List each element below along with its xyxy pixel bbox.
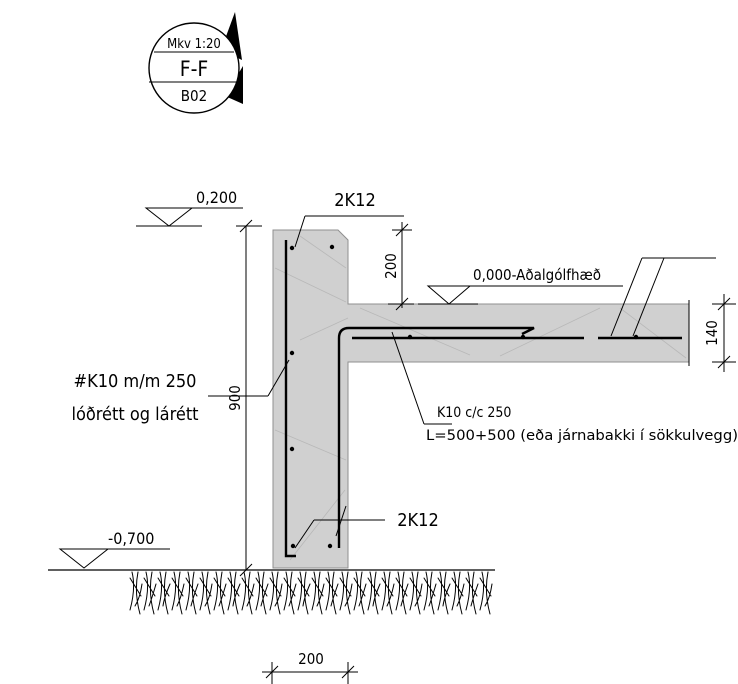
dim-wall-height: 900 <box>226 219 262 577</box>
tag-circle <box>148 22 240 114</box>
rebar-dot-bottom-right <box>327 543 333 549</box>
label-bent-bar-line2: L=500+500 (eða járnabakki í sökkulvegg) <box>426 428 738 444</box>
label-top-rebar: 2K12 <box>294 190 404 248</box>
dim-slab-step: 200 <box>382 222 414 311</box>
label-bent-bar: K10 c/c 250 L=500+500 (eða járnabakki í … <box>391 331 738 444</box>
label-mesh: #K10 m/m 250 lóðrétt og lárétt <box>71 359 290 425</box>
dim-slab-thickness: 140 <box>703 294 736 372</box>
rebar-dot-top-right <box>329 244 335 250</box>
rebar-dot-mid-2 <box>289 446 295 452</box>
dim-wall-width-text: 200 <box>298 650 324 668</box>
ground <box>48 569 495 615</box>
label-bottom-rebar: 2K12 <box>294 505 439 549</box>
label-top-rebar-text: 2K12 <box>334 190 376 211</box>
rebar-dot-mid-1 <box>289 350 295 356</box>
tag-sheet: B02 <box>181 87 207 105</box>
section-tag: Mkv 1:20 F-F B02 <box>148 12 243 114</box>
concrete-section <box>272 229 690 569</box>
tag-scale: Mkv 1:20 <box>167 37 221 52</box>
dim-wall-height-text: 900 <box>226 385 244 411</box>
rebar-dot-top-left <box>289 245 295 251</box>
soil-hatch <box>129 571 493 615</box>
tag-section: F-F <box>180 57 209 81</box>
level-top-wall-text: 0,200 <box>196 188 237 207</box>
rebar-dot-slab-1 <box>407 334 413 340</box>
level-floor: 0,000-Aðalgólfhæð <box>418 266 623 305</box>
dim-slab-step-text: 200 <box>382 253 400 279</box>
soil-strokes <box>129 571 493 615</box>
level-top-wall: 0,200 <box>136 188 243 227</box>
label-bottom-rebar-text: 2K12 <box>397 510 439 531</box>
mesh-vertical-bar <box>284 240 296 558</box>
dim-slab-thickness-text: 140 <box>703 320 721 346</box>
rebar-dot-slab-2 <box>520 334 526 340</box>
rebar-dot-bottom-left <box>290 543 296 549</box>
level-floor-text: 0,000-Aðalgólfhæð <box>473 266 601 284</box>
dim-wall-width: 200 <box>262 650 358 684</box>
reinforcement <box>284 240 682 558</box>
label-bent-bar-line1: K10 c/c 250 <box>437 405 511 421</box>
level-ground: -0,700 <box>48 529 170 571</box>
label-mesh-line1: #K10 m/m 250 <box>74 371 197 392</box>
label-mesh-line2: lóðrétt og lárétt <box>71 404 198 425</box>
rebar-dot-slab-3 <box>633 334 639 340</box>
level-ground-text: -0,700 <box>108 529 154 548</box>
label-slab-leader <box>610 257 716 337</box>
bent-bar-vertical <box>337 326 535 548</box>
